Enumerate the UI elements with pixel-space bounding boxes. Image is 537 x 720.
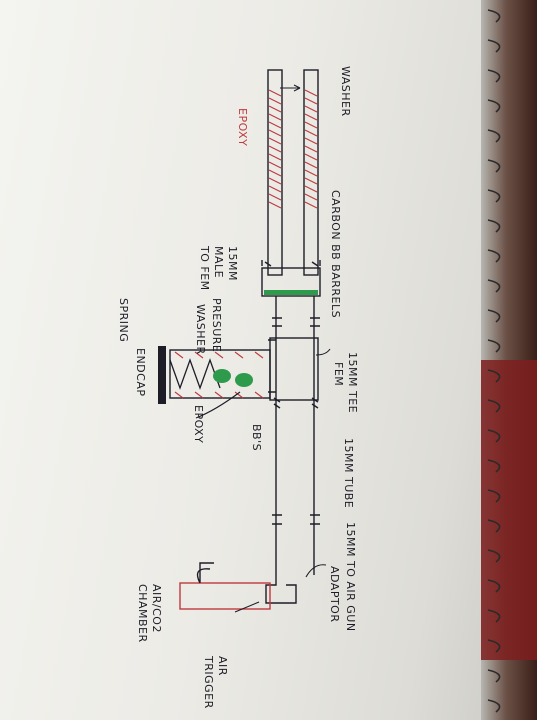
label-pressure-washer-1: PRESURE	[210, 298, 223, 353]
label-male-to-fem-1: 15MM	[226, 246, 239, 281]
label-tee-2: FEM	[332, 362, 345, 387]
spiral-rings	[487, 9, 501, 713]
label-air-chamber-1: AIR/CO2	[150, 584, 163, 633]
spring-icon	[169, 358, 221, 390]
pressure-washer	[264, 290, 318, 295]
label-air-chamber-2: CHAMBER	[136, 584, 149, 643]
bbs-icon	[213, 369, 253, 387]
label-tee-1: 15MM TEE	[346, 352, 359, 414]
label-adaptor-1: 15MM TO AIR GUN	[344, 522, 357, 632]
label-carbon-barrels: CARBON BB BARRELS	[329, 190, 342, 319]
label-male-to-fem-2: MALE	[212, 246, 225, 279]
tee-fitting	[269, 337, 319, 401]
male-to-fem-fitting	[261, 260, 321, 297]
label-air-trigger-1: AIR	[216, 656, 229, 676]
label-male-to-fem-3: TO FEM	[198, 246, 211, 291]
bb-chamber	[169, 349, 271, 399]
leader-lines	[195, 84, 331, 613]
air-gun-adaptor	[265, 575, 297, 604]
label-air-trigger-2: TRIGGER	[202, 656, 215, 709]
air-trigger-icon	[196, 562, 214, 584]
label-adaptor-2: ADAPTOR	[328, 566, 341, 623]
label-epoxy-top: EPOXY	[236, 108, 249, 147]
air-chamber	[179, 582, 271, 610]
carbon-barrel-right	[303, 69, 319, 276]
label-tube: 15MM TUBE	[342, 438, 355, 509]
label-pressure-washer-2: WASHER	[194, 304, 207, 355]
carbon-barrel-left	[267, 69, 283, 276]
label-spring: SPRING	[117, 298, 130, 343]
label-washer: WASHER	[339, 66, 352, 117]
label-epoxy-bottom: EPOXY	[192, 405, 205, 444]
label-bbs: BB'S	[250, 424, 263, 452]
endcap	[158, 346, 166, 404]
label-endcap: ENDCAP	[134, 348, 147, 397]
